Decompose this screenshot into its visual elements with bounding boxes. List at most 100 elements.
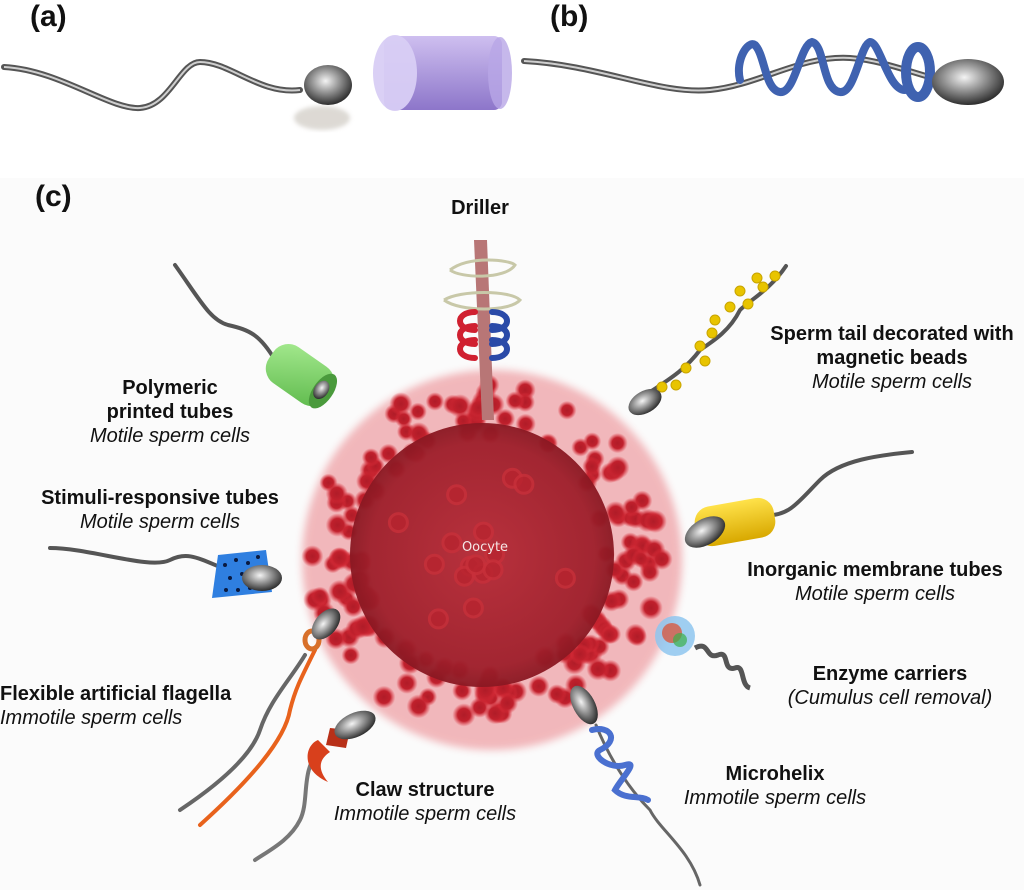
inner-cell: [427, 608, 449, 630]
flexible-flagella-illustration: [178, 608, 341, 827]
annotation-subtitle: (Cumulus cell removal): [787, 687, 993, 709]
cumulus-cell: [341, 645, 361, 665]
magnetic-bead: [734, 285, 746, 297]
oocyte: [350, 423, 614, 687]
sperm-head-b: [932, 59, 1004, 105]
magnetic-bead: [694, 340, 706, 352]
annotation-subtitle: Motile sperm cells: [811, 371, 973, 393]
annotation-title-line2: printed tubes: [106, 401, 234, 423]
cumulus-cell: [547, 684, 567, 704]
purple-microtube: [373, 35, 512, 111]
cumulus-cell: [396, 672, 418, 694]
cumulus-cell: [639, 596, 663, 620]
cumulus-cell: [623, 572, 644, 592]
annotation-title: Inorganic membrane tubes: [747, 559, 1003, 581]
inner-cell: [473, 521, 494, 543]
cumulus-cell: [310, 586, 330, 606]
cumulus-cell: [372, 685, 396, 709]
inner-cell: [446, 484, 468, 506]
tube-pore: [246, 561, 250, 565]
cumulus-cell: [650, 548, 673, 570]
tube-pore: [256, 555, 260, 559]
cumulus-cell: [627, 627, 648, 647]
cumulus-cell: [406, 694, 431, 719]
annotation-claw-structure: Claw structure Immotile sperm cells: [320, 778, 530, 826]
annotation-magnetic-beads: Sperm tail decorated with magnetic beads…: [760, 322, 1024, 394]
inner-cell: [513, 473, 535, 495]
cumulus-cell: [301, 545, 324, 568]
annotation-stimuli-responsive: Stimuli-responsive tubes Motile sperm ce…: [20, 486, 300, 534]
cumulus-cell: [495, 408, 516, 429]
cumulus-cell: [496, 692, 519, 714]
cumulus-cell: [425, 392, 445, 411]
oocyte-group: [301, 370, 682, 750]
annotation-driller: Driller: [410, 196, 550, 220]
annotation-microhelix: Microhelix Immotile sperm cells: [670, 762, 880, 810]
claw-structure-illustration: [253, 710, 376, 862]
annotation-subtitle: Motile sperm cells: [89, 425, 251, 447]
sperm-head-shadow-a: [294, 106, 350, 130]
panel-a-illustration: [1, 35, 512, 130]
cumulus-cell: [394, 409, 413, 428]
inner-cell: [465, 554, 487, 576]
inner-cell: [554, 567, 576, 589]
annotation-title: Claw structure: [355, 779, 495, 801]
enzyme-carrier-illustration: [655, 616, 752, 691]
stimuli-tube-illustration: [48, 546, 282, 598]
annotation-subtitle: Motile sperm cells: [79, 511, 241, 533]
polymeric-tube-illustration: [173, 263, 338, 409]
blue-microhelix: [734, 37, 935, 102]
annotation-subtitle: Motile sperm cells: [794, 583, 956, 605]
tube-pore: [236, 588, 240, 592]
inner-cell: [482, 559, 504, 581]
magnetic-bead: [656, 381, 668, 393]
cumulus-cell: [528, 675, 550, 697]
inner-cell: [423, 553, 445, 575]
cumulus-cell: [408, 402, 427, 421]
magnetic-bead: [706, 327, 718, 339]
tube-pore: [228, 576, 232, 580]
cumulus-cell: [557, 400, 577, 420]
cumulus-cell: [643, 511, 664, 532]
tube-pore: [224, 588, 228, 592]
annotation-polymeric: Polymeric printed tubes Motile sperm cel…: [60, 376, 280, 448]
driller-illustration: [443, 240, 523, 420]
tube-pore: [223, 563, 227, 567]
cumulus-cell: [569, 643, 591, 665]
annotation-inorganic: Inorganic membrane tubes Motile sperm ce…: [730, 558, 1020, 606]
sperm-tail-a: [1, 58, 303, 112]
cumulus-cell: [328, 547, 350, 569]
magnetic-beads-illustration: [628, 264, 788, 416]
magnetic-bead: [680, 362, 692, 374]
annotation-enzyme-carriers: Enzyme carriers (Cumulus cell removal): [770, 662, 1010, 710]
cumulus-cell: [582, 456, 602, 477]
panel-label-c: (c): [35, 180, 72, 213]
microhelix-illustration: [570, 685, 702, 887]
oocyte-label: Oocyte: [461, 540, 509, 555]
inner-cell: [462, 597, 484, 619]
annotation-flexible-flagella: Flexible artificial flagella Immotile sp…: [0, 682, 250, 730]
cumulus-cell: [325, 513, 350, 537]
annotation-title: Flexible artificial flagella: [0, 683, 232, 705]
magnetic-bead: [742, 298, 754, 310]
cumulus-cell: [448, 394, 472, 418]
annotation-title: Enzyme carriers: [812, 663, 968, 685]
magnetic-bead: [769, 270, 781, 282]
magnetic-bead: [751, 272, 763, 284]
inner-cell: [441, 532, 463, 554]
cumulus-cell: [325, 482, 348, 505]
cumulus-cell: [586, 657, 610, 681]
magnetic-bead: [709, 314, 721, 326]
sperm-head-a: [304, 65, 352, 105]
magnetic-bead: [699, 355, 711, 367]
annotation-title-line1: Sperm tail decorated with: [770, 323, 1014, 345]
magnetic-bead: [670, 379, 682, 391]
panel-b-illustration: [521, 37, 1004, 105]
inorganic-tube-illustration: [684, 450, 914, 548]
cumulus-cell: [505, 391, 525, 411]
cumulus-cell: [606, 456, 630, 480]
magnetic-bead: [724, 301, 736, 313]
panel-label-b: (b): [550, 0, 589, 33]
panel-label-a: (a): [30, 0, 67, 33]
